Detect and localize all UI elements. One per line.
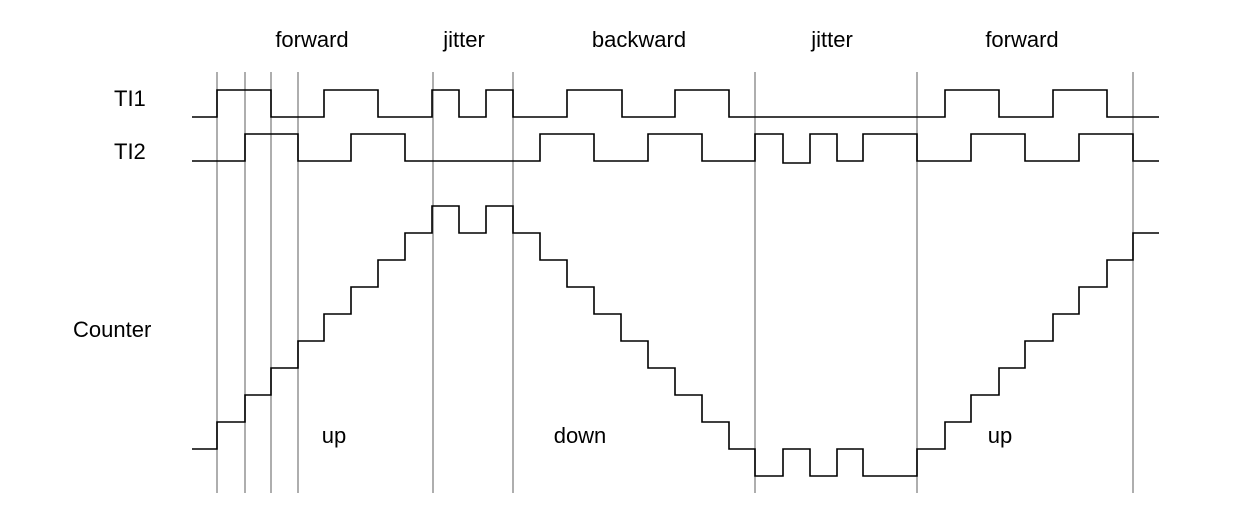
counter-waveform bbox=[192, 205, 1159, 477]
ti2-waveform bbox=[192, 133, 1159, 164]
phase-label-forward-1: forward bbox=[275, 27, 348, 52]
direction-label-up-2: up bbox=[988, 423, 1012, 448]
signal-label-counter: Counter bbox=[73, 317, 151, 342]
signal-label-ti1: TI1 bbox=[114, 86, 146, 111]
phase-label-backward: backward bbox=[592, 27, 686, 52]
phase-label-jitter-1: jitter bbox=[442, 27, 485, 52]
ti1-waveform bbox=[192, 89, 1159, 118]
signal-label-ti2: TI2 bbox=[114, 139, 146, 164]
phase-label-jitter-2: jitter bbox=[810, 27, 853, 52]
phase-label-forward-2: forward bbox=[985, 27, 1058, 52]
direction-label-down: down bbox=[554, 423, 607, 448]
direction-label-up-1: up bbox=[322, 423, 346, 448]
